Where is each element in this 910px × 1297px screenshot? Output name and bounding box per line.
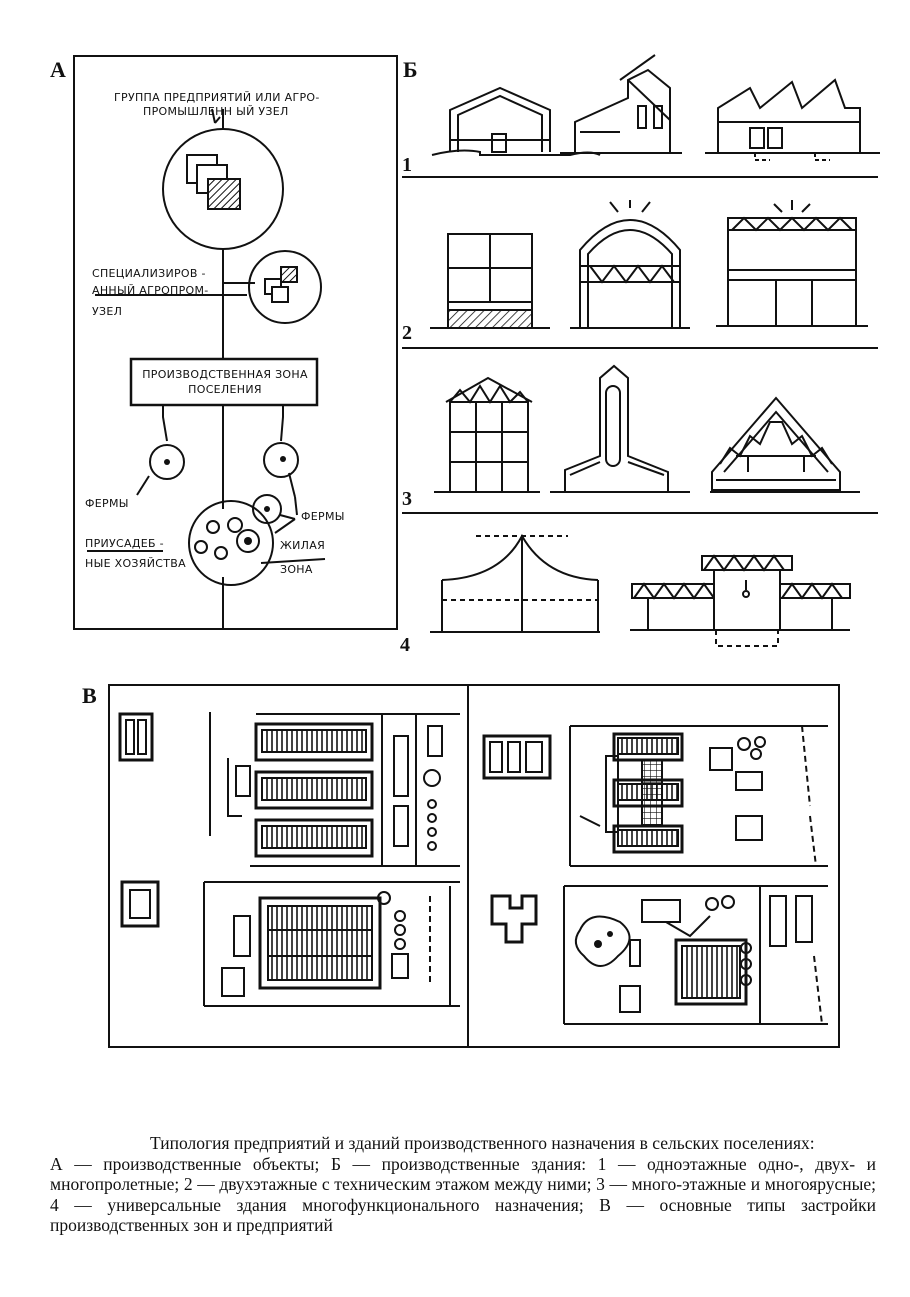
panel-label-a: А — [50, 57, 66, 82]
plan-quadrant-top-left — [118, 712, 460, 867]
section-row2-b — [570, 200, 690, 329]
section-row3-a — [434, 376, 540, 493]
plan-quadrant-bottom-right — [490, 885, 828, 1025]
row-number-3: 3 — [402, 488, 412, 510]
caption-body: А — производственные объекты; Б — произв… — [50, 1153, 876, 1236]
hatched-square — [207, 178, 241, 210]
hatched-foundation — [447, 309, 533, 329]
section-row4-a — [430, 533, 600, 633]
label-living-line2: ЗОНА — [280, 563, 313, 576]
label-living-line1: ЖИЛАЯ — [280, 539, 326, 552]
caption-title: Типология предприятий и зданий производс… — [150, 1133, 815, 1153]
label-household-line1: ПРИУСАДЕБ - — [85, 537, 164, 550]
row-number-2: 2 — [402, 322, 412, 344]
label-spec-line3: УЗЕЛ — [92, 305, 123, 318]
panel-v-site-plans — [108, 684, 840, 1048]
panel-v-graphics — [118, 686, 828, 1046]
label-agro-group-line2: ПРОМЫШЛЕНН ЫЙ УЗЕЛ — [143, 105, 289, 118]
plan-quadrant-top-right — [482, 725, 828, 867]
row-divider-1 — [402, 176, 878, 178]
zone-label-line1: ПРОИЗВОДСТВЕННАЯ ЗОНА — [142, 368, 308, 381]
panel-a-diagram: ГРУППА ПРЕДПРИЯТИЙ ИЛИ АГРО- ПРОМЫШЛЕНН … — [73, 55, 398, 630]
zone-label-line2: ПОСЕЛЕНИЯ — [188, 383, 262, 396]
figure-caption: Типология предприятий и зданий производс… — [50, 1133, 876, 1236]
section-row3-b — [550, 364, 690, 493]
label-spec-line1: СПЕЦИАЛИЗИРОВ - — [92, 267, 206, 280]
section-row3-c — [710, 396, 860, 493]
row-divider-2 — [402, 347, 878, 349]
section-row1-c — [705, 78, 880, 161]
row-number-4: 4 — [400, 634, 410, 656]
label-farms-right: ФЕРМЫ — [301, 510, 345, 523]
label-household-line2: НЫЕ ХОЗЯЙСТВА — [85, 557, 186, 570]
section-row4-b — [630, 554, 851, 647]
hatched-square-small — [280, 266, 298, 283]
label-farms-left: ФЕРМЫ — [85, 497, 129, 510]
panel-a-graphics — [87, 108, 326, 628]
panel-b-building-sections — [430, 54, 880, 647]
row-number-1: 1 — [402, 154, 412, 176]
label-spec-line2: АННЫЙ АГРОПРОМ- — [92, 284, 209, 297]
panel-label-v: В — [82, 683, 97, 708]
row-divider-3 — [402, 512, 878, 514]
label-agro-group-line1: ГРУППА ПРЕДПРИЯТИЙ ИЛИ АГРО- — [114, 91, 320, 104]
panel-label-b: Б — [403, 57, 418, 82]
section-row1-b — [560, 54, 682, 154]
plan-quadrant-bottom-left — [120, 880, 460, 1007]
section-row2-c — [716, 200, 868, 327]
